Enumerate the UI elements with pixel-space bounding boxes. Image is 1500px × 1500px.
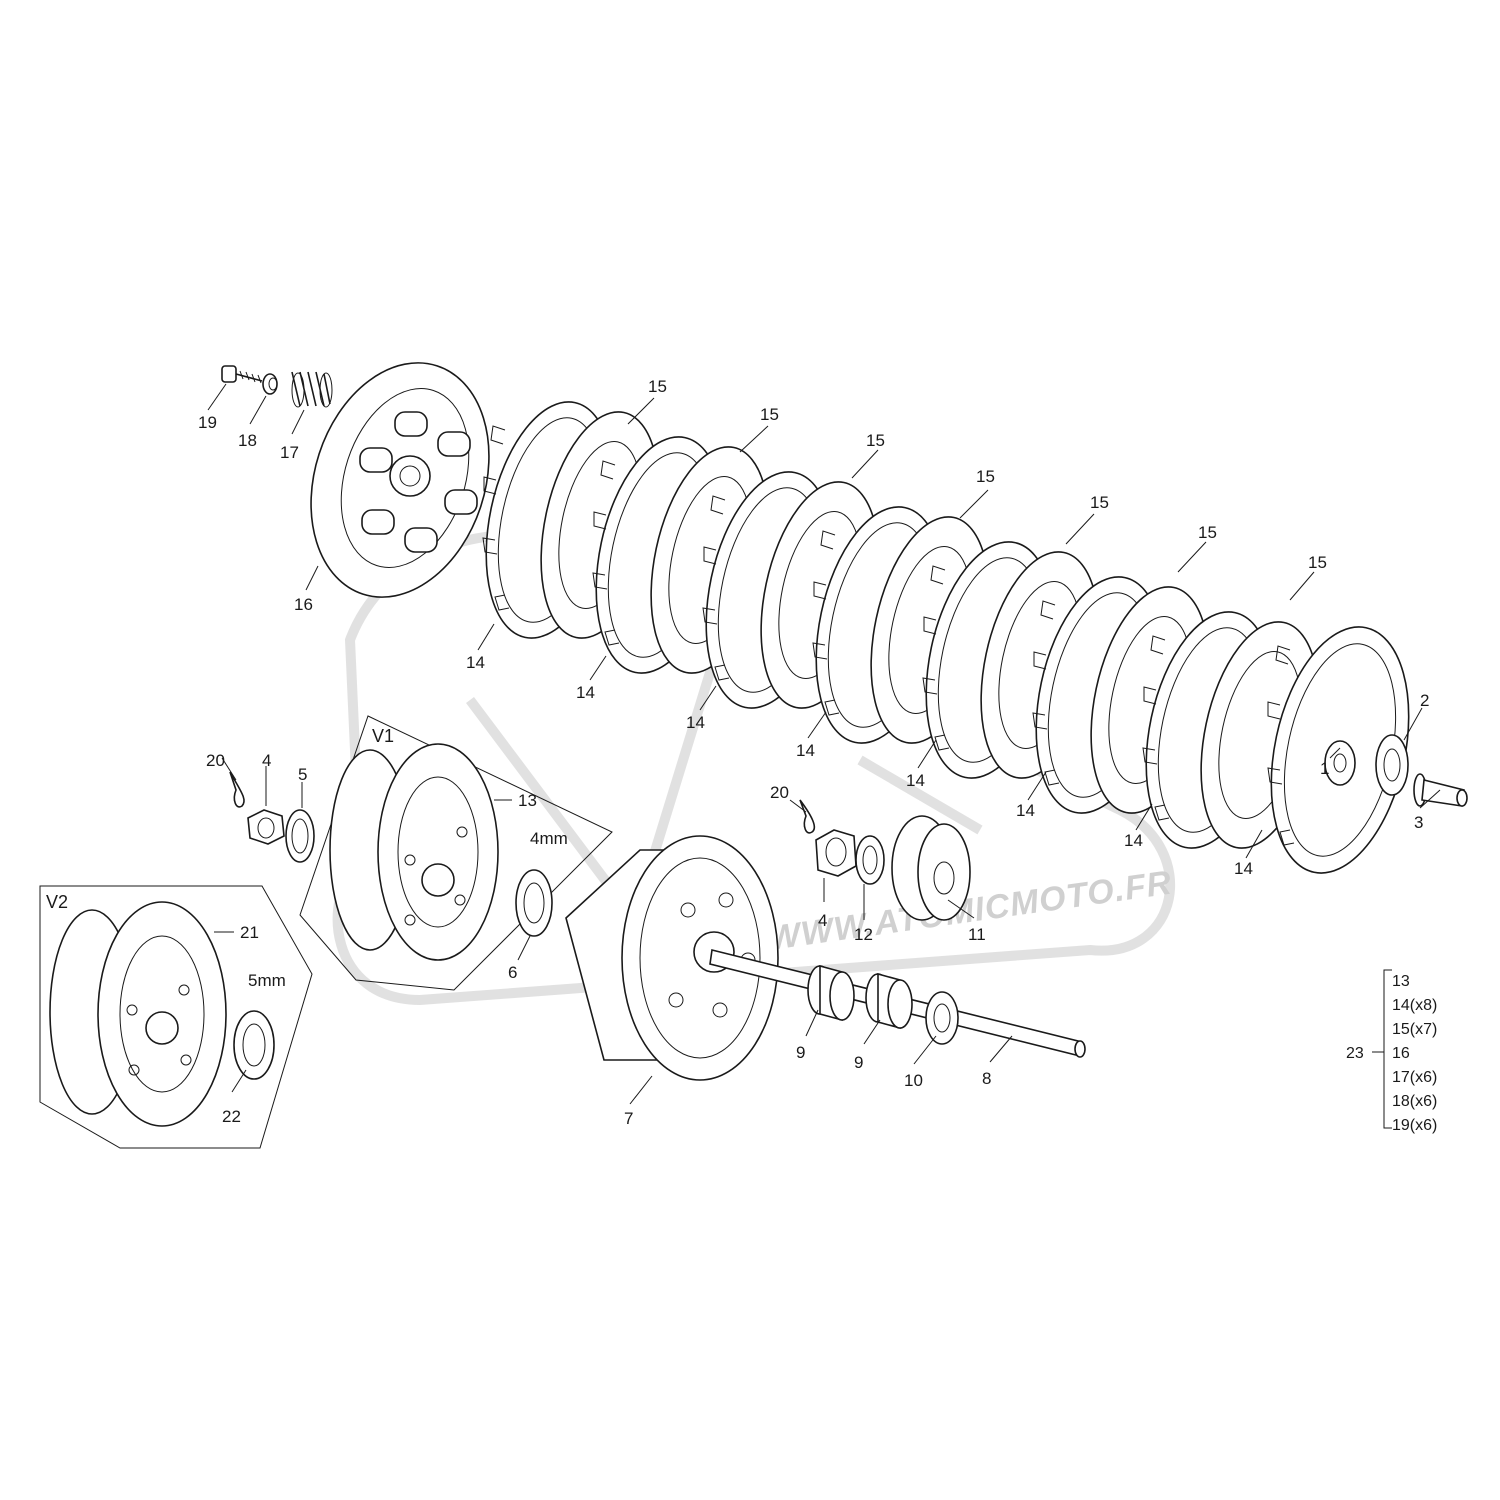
part-13-clutch-hub [329, 743, 499, 961]
callout-9-1: 9 [796, 1043, 805, 1062]
callout-20-left: 20 [206, 751, 225, 770]
part-11-gear [891, 815, 971, 921]
callout-14-2: 14 [576, 683, 595, 702]
kit-item-6: 18(x6) [1392, 1093, 1437, 1110]
callout-1: 1 [1320, 759, 1329, 778]
kit-item-4: 16 [1392, 1045, 1410, 1062]
callout-11: 11 [968, 925, 986, 944]
callout-4-right: 4 [818, 911, 827, 930]
callout-7: 7 [624, 1109, 633, 1128]
callout-20-right: 20 [770, 783, 789, 802]
callout-12: 12 [854, 925, 873, 944]
inset-v2-title: V2 [46, 892, 68, 912]
callout-19: 19 [198, 413, 217, 432]
kit-item-2: 14(x8) [1392, 997, 1437, 1014]
callout-15-7: 15 [1308, 553, 1327, 572]
part-3-pushrod [1413, 773, 1468, 807]
callout-8: 8 [982, 1069, 991, 1088]
callout-4-left: 4 [262, 751, 271, 770]
part-18-cup [262, 373, 278, 395]
leader-lines [207, 383, 1441, 1105]
callout-15-4: 15 [976, 467, 995, 486]
inset-v2: V2 5mm [39, 885, 313, 1149]
callout-14-5: 14 [906, 771, 925, 790]
callout-15-5: 15 [1090, 493, 1109, 512]
kit-23-list: 23 13 14(x8) 15(x7) 16 17(x6) 18(x6) 19(… [1346, 969, 1437, 1134]
callout-17: 17 [280, 443, 299, 462]
callout-21: 21 [240, 923, 259, 942]
part-4-nut-left [247, 809, 285, 845]
kit-23-label: 23 [1346, 1045, 1364, 1062]
part-7-clutch-basket [565, 835, 779, 1081]
callout-2: 2 [1420, 691, 1429, 710]
kit-item-5: 17(x6) [1392, 1069, 1437, 1086]
callout-14-8: 14 [1234, 859, 1253, 878]
callout-14-3: 14 [686, 713, 705, 732]
kit-item-7: 19(x6) [1392, 1117, 1437, 1134]
part-4-nut-right [815, 829, 857, 877]
callout-6: 6 [508, 963, 517, 982]
callout-15-1: 15 [648, 377, 667, 396]
callout-5: 5 [298, 765, 307, 784]
part-20-drop-right [799, 799, 816, 834]
part-16-pressure-plate [310, 362, 490, 598]
part-1-washer [1324, 740, 1356, 786]
callout-16: 16 [294, 595, 313, 614]
kit-item-1: 13 [1392, 973, 1410, 990]
part-9-needle-bearing-2 [865, 972, 913, 1030]
part-10-washer [925, 991, 959, 1045]
inset-v1-title: V1 [372, 726, 394, 746]
callouts: 19 18 17 16 15 15 15 15 15 15 15 14 14 1… [198, 377, 1429, 1128]
kit-item-3: 15(x7) [1392, 1021, 1437, 1038]
callout-14-7: 14 [1124, 831, 1143, 850]
callout-9-2: 9 [854, 1053, 863, 1072]
part-22-spacer [233, 1010, 275, 1080]
inset-v1-dimension: 4mm [530, 829, 568, 848]
callout-15-3: 15 [866, 431, 885, 450]
callout-15-6: 15 [1198, 523, 1217, 542]
callout-14-4: 14 [796, 741, 815, 760]
part-5-washer [285, 809, 315, 863]
part-19-screw [221, 365, 263, 384]
callout-14-1: 14 [466, 653, 485, 672]
callout-13: 13 [518, 791, 537, 810]
callout-14-6: 14 [1016, 801, 1035, 820]
part-20-drop-left [229, 771, 245, 808]
part-2-bearing [1375, 734, 1409, 796]
callout-22: 22 [222, 1107, 241, 1126]
part-9-needle-bearing-1 [807, 964, 855, 1022]
part-6-spacer [515, 869, 553, 937]
part-12-washer [855, 835, 885, 885]
inset-v2-dimension: 5mm [248, 971, 286, 990]
callout-15-2: 15 [760, 405, 779, 424]
part-17-spring [291, 371, 333, 408]
inset-v1: V1 4mm [299, 715, 613, 991]
callout-3: 3 [1414, 813, 1423, 832]
callout-10: 10 [904, 1071, 923, 1090]
callout-18: 18 [238, 431, 257, 450]
part-21-clutch-hub [49, 901, 227, 1127]
